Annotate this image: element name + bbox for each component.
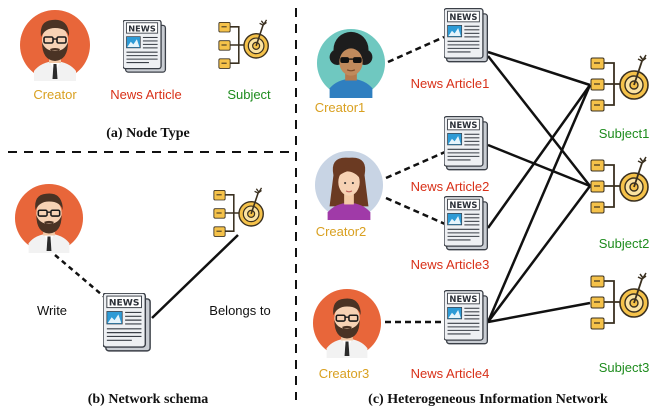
edge-article4-subject3 (487, 301, 591, 324)
creator2-avatar-icon (314, 150, 384, 220)
article2-newspaper-icon (444, 116, 489, 171)
news-article-label: News Article (110, 87, 182, 102)
article4-newspaper-icon (444, 290, 489, 345)
newspaper-icon (123, 20, 167, 73)
article3-label: News Article3 (411, 257, 490, 272)
creator-icon (19, 9, 91, 81)
edge-article4-subject1 (486, 84, 592, 323)
panel-a-caption: (a) Node Type (106, 126, 189, 141)
edge-article2-subject2 (487, 143, 591, 188)
write-edge (54, 254, 109, 301)
creator-icon (14, 183, 84, 253)
subject-icon (213, 187, 265, 238)
subject-icon (218, 19, 270, 70)
article3-newspaper-icon (444, 196, 489, 251)
subject1-icon (590, 54, 649, 112)
creator3-avatar-icon (312, 288, 382, 358)
creator2-label: Creator2 (316, 224, 367, 239)
belongs-to-label: Belongs to (209, 303, 270, 318)
creator-label: Creator (33, 87, 77, 102)
panel-c-caption: (c) Heterogeneous Information Network (368, 392, 608, 407)
subject3-icon (590, 272, 649, 330)
subject3-label: Subject3 (599, 360, 650, 375)
edge-article1-subject2 (487, 55, 591, 187)
newspaper-icon (103, 293, 151, 352)
edge-article1-subject1 (487, 50, 591, 87)
edge-creator1-article1 (387, 35, 445, 64)
edge-article4-subject2 (487, 185, 591, 323)
subject1-label: Subject1 (599, 126, 650, 141)
belongs-to-edge (151, 234, 239, 319)
creator3-label: Creator3 (319, 366, 370, 381)
subject-label: Subject (227, 87, 271, 102)
article2-label: News Article2 (411, 179, 490, 194)
write-label: Write (37, 303, 67, 318)
article4-label: News Article4 (411, 366, 490, 381)
subject2-label: Subject2 (599, 236, 650, 251)
panel-network-schema: Write Belongs to (b) Network schema (14, 183, 271, 407)
panel-node-type: Creator News Article Subject (a) Node Ty… (19, 9, 271, 141)
subject2-icon (590, 156, 649, 214)
panel-hin: Creator1 Creator2 Creator3 News Article1… (312, 8, 650, 407)
article1-newspaper-icon (444, 8, 489, 63)
panel-b-caption: (b) Network schema (88, 392, 209, 407)
creator1-avatar-icon (316, 28, 386, 98)
edge-creator2-article3 (385, 196, 446, 226)
article1-label: News Article1 (411, 76, 490, 91)
edge-article3-subject1 (486, 84, 592, 229)
creator1-label: Creator1 (315, 100, 366, 115)
edge-creator2-article2 (385, 150, 446, 180)
